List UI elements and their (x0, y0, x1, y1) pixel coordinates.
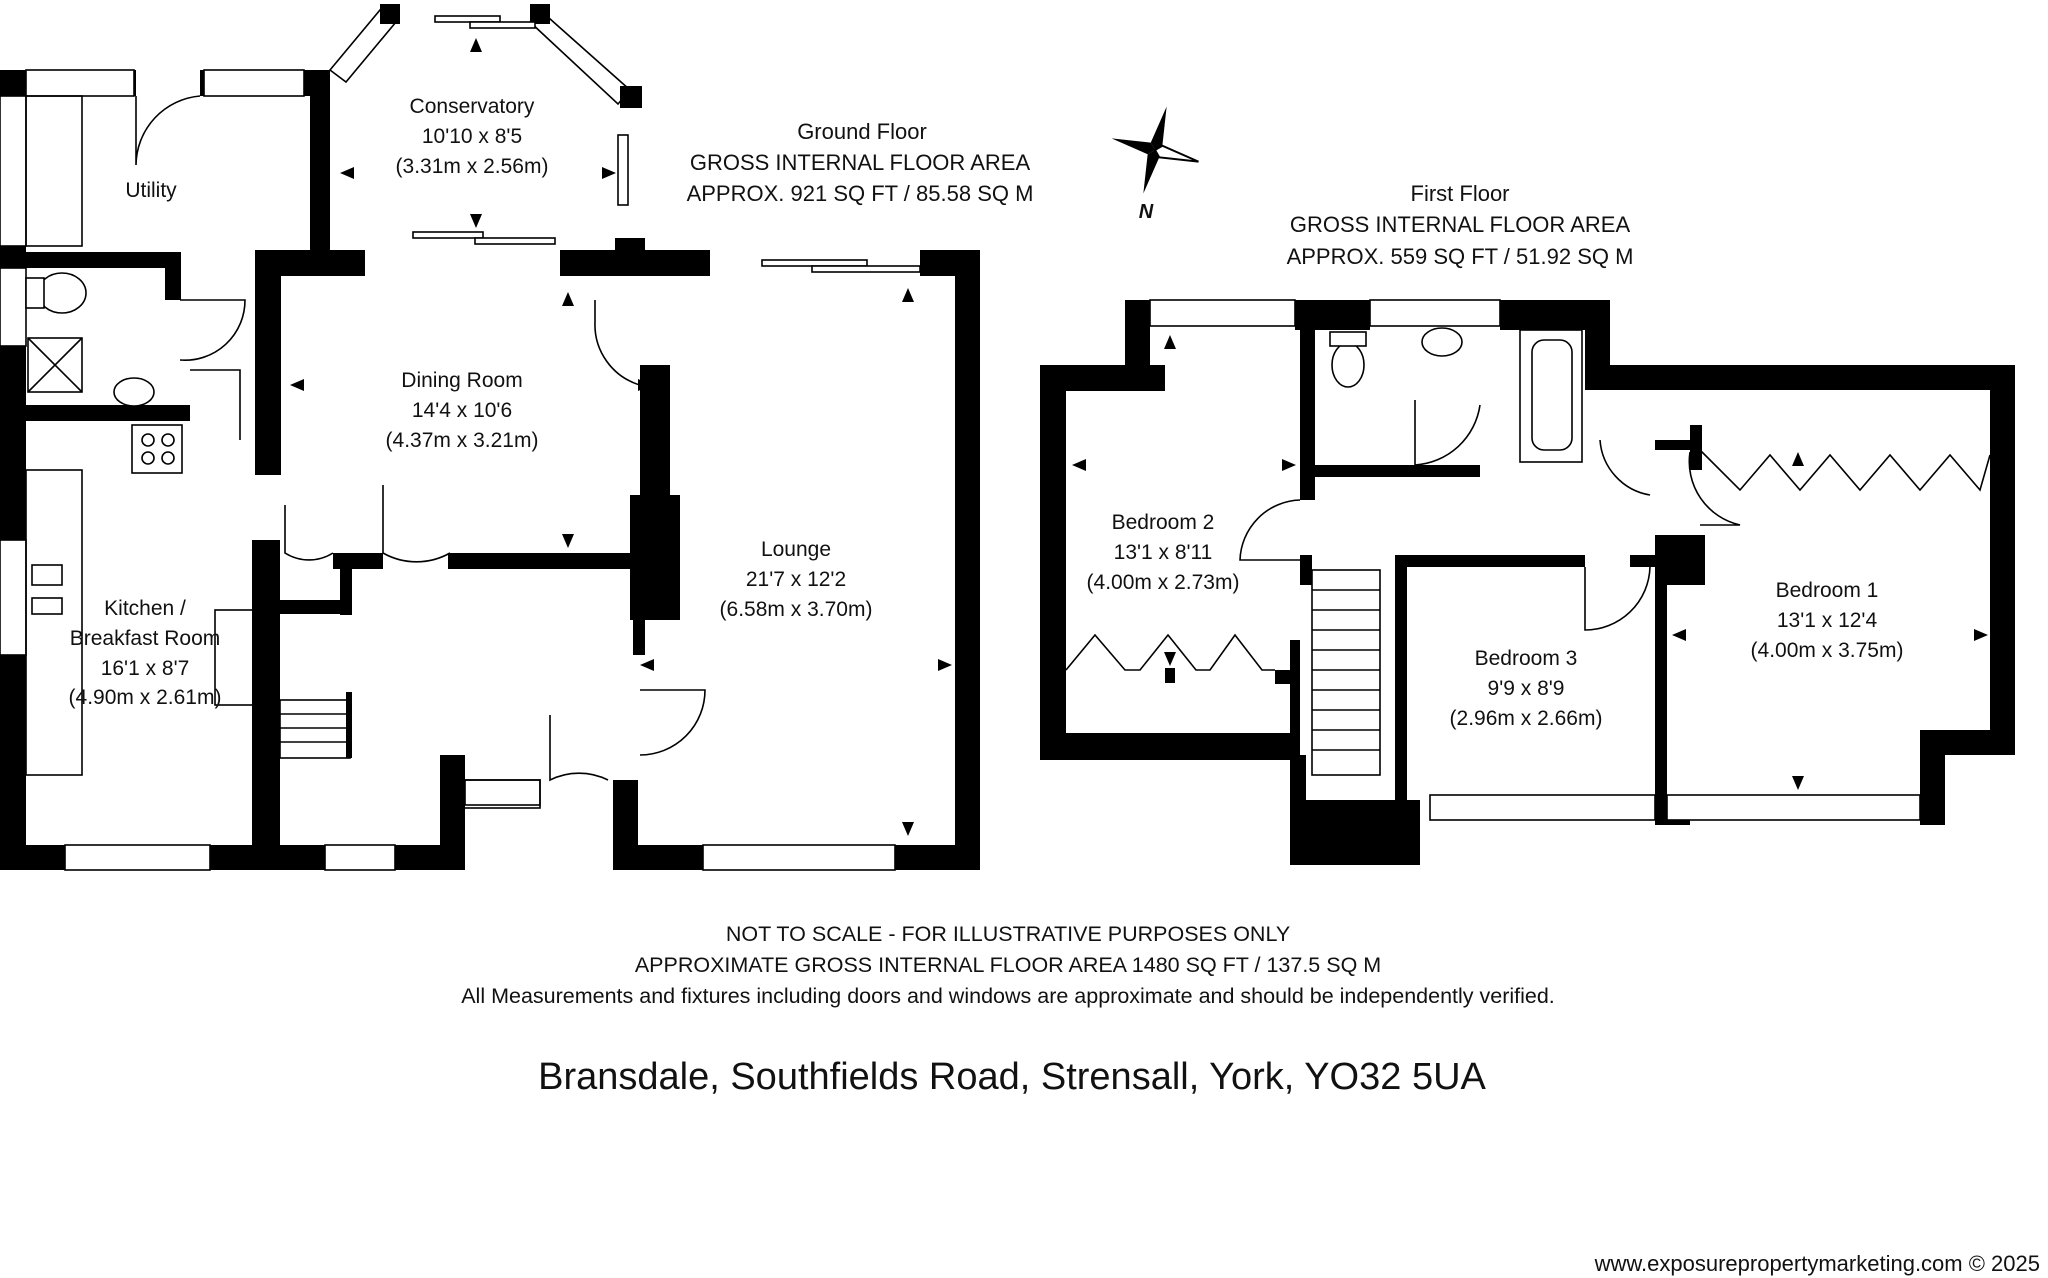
bedroom1-imperial: 13'1 x 12'4 (1777, 609, 1878, 632)
ground-floor-fixtures (25, 95, 706, 809)
sink-icon (31, 564, 63, 586)
note-total-area: APPROXIMATE GROSS INTERNAL FLOOR AREA 14… (635, 953, 1381, 977)
first-floor-room-labels: Bedroom 2 13'1 x 8'11 (4.00m x 2.73m) Be… (1087, 511, 1904, 730)
footer-website[interactable]: www.exposurepropertymarketing.com © 2025 (1594, 1251, 2040, 1276)
lounge-name: Lounge (761, 538, 831, 561)
conservatory-name: Conservatory (410, 95, 535, 118)
first-staircase (1311, 569, 1381, 776)
lounge-imperial: 21'7 x 12'2 (746, 568, 846, 591)
utility-name: Utility (125, 179, 177, 202)
lounge-metric: (6.58m x 3.70m) (720, 598, 873, 621)
bedroom3-metric: (2.96m x 2.66m) (1450, 707, 1603, 730)
bedroom2-imperial: 13'1 x 8'11 (1114, 541, 1213, 564)
bedroom1-name: Bedroom 1 (1776, 579, 1879, 602)
bedroom3-imperial: 9'9 x 8'9 (1488, 677, 1565, 700)
compass-north-label: N (1139, 201, 1154, 223)
ground-floor-header: Ground Floor GROSS INTERNAL FLOOR AREA A… (687, 119, 1034, 206)
note-not-to-scale: NOT TO SCALE - FOR ILLUSTRATIVE PURPOSES… (726, 922, 1290, 946)
kitchen-imperial: 16'1 x 8'7 (101, 657, 190, 680)
first-floor-header: First Floor GROSS INTERNAL FLOOR AREA AP… (1287, 181, 1634, 269)
kitchen-metric: (4.90m x 2.61m) (69, 686, 222, 709)
kitchen-name-line1: Kitchen / (104, 597, 186, 620)
first-floor-area-value: APPROX. 559 SQ FT / 51.92 SQ M (1287, 244, 1634, 269)
basin-icon (113, 377, 155, 407)
kitchen-name-line2: Breakfast Room (70, 627, 221, 650)
ground-floor-room-labels: Utility Conservatory 10'10 x 8'5 (3.31m … (69, 95, 873, 709)
property-address: Bransdale, Southfields Road, Strensall, … (538, 1056, 1486, 1098)
bedroom2-metric: (4.00m x 2.73m) (1087, 571, 1240, 594)
ff-toilet-icon (1331, 342, 1365, 388)
dining-name: Dining Room (401, 369, 522, 392)
ground-staircase (279, 692, 541, 809)
ground-floor-windows (0, 4, 921, 871)
compass-rose-icon (1111, 106, 1199, 194)
wardrobe-doors-bedroom1 (1699, 449, 1991, 492)
ground-floor-title: Ground Floor (797, 119, 927, 144)
bedroom2-name: Bedroom 2 (1112, 511, 1215, 534)
dining-metric: (4.37m x 3.21m) (386, 429, 539, 452)
note-measurements: All Measurements and fixtures including … (461, 984, 1555, 1008)
ground-floor-area-label: GROSS INTERNAL FLOOR AREA (690, 150, 1031, 175)
conservatory-metric: (3.31m x 2.56m) (396, 155, 549, 178)
ground-floor-area-value: APPROX. 921 SQ FT / 85.58 SQ M (687, 181, 1034, 206)
disclaimer-notes: NOT TO SCALE - FOR ILLUSTRATIVE PURPOSES… (461, 922, 1555, 1008)
toilet-icon (37, 272, 87, 314)
first-floor-walls (1040, 300, 2015, 865)
wardrobe-doors-bedroom2 (1065, 633, 1275, 671)
conservatory-imperial: 10'10 x 8'5 (422, 125, 522, 148)
dining-imperial: 14'4 x 10'6 (412, 399, 512, 422)
first-floor-windows-fixtures (1065, 299, 1991, 821)
ff-basin-icon (1421, 327, 1463, 357)
bedroom3-name: Bedroom 3 (1475, 647, 1578, 670)
dimension-arrows (290, 38, 1988, 836)
hob-icon (131, 424, 183, 474)
first-floor-area-label: GROSS INTERNAL FLOOR AREA (1290, 212, 1631, 237)
first-floor-title: First Floor (1411, 181, 1510, 206)
bedroom1-metric: (4.00m x 3.75m) (1751, 639, 1904, 662)
